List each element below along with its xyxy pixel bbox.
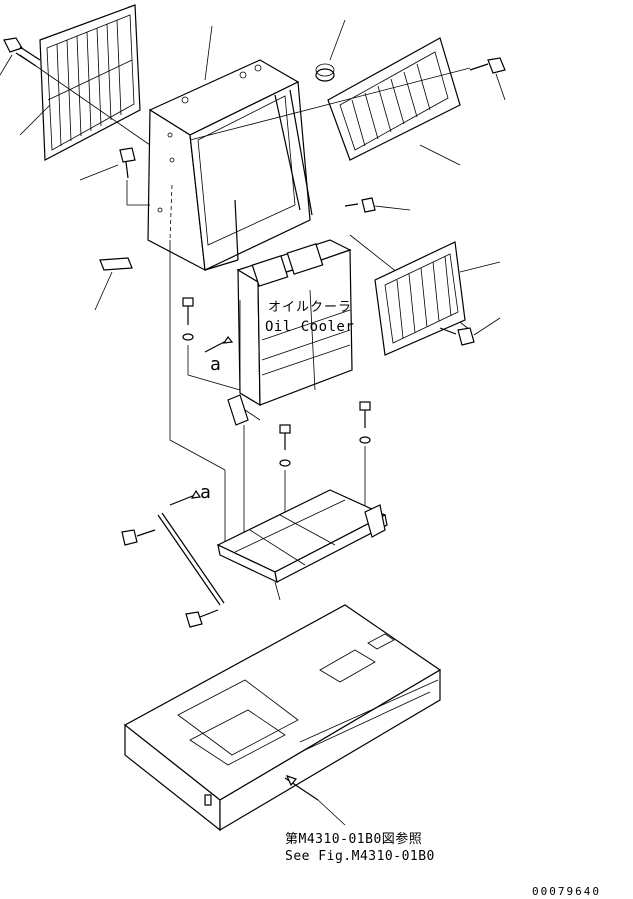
right-upper-louver	[327, 37, 461, 166]
bolt-washer-cooler	[182, 297, 241, 391]
bolt-left-housing	[79, 147, 150, 206]
view-mark-a-upper: a	[210, 354, 221, 375]
base-frame	[216, 489, 388, 601]
lower-deck	[123, 604, 442, 832]
support-rod	[121, 512, 225, 628]
oil-cooler-label-jp: オイルクーラ	[268, 300, 353, 315]
bolt-upper-right	[189, 57, 506, 141]
bolt-base-right	[359, 401, 371, 512]
label-plate	[94, 257, 133, 311]
bolt-middle-right	[344, 197, 411, 213]
bolt-base-center	[279, 424, 291, 540]
oil-cooler-label-en: Oil Cooler	[265, 319, 355, 335]
right-lower-louver	[374, 241, 501, 356]
oil-cooler-core	[229, 239, 353, 421]
reference-note-jp: 第M4310-01B0図参照	[285, 832, 423, 847]
left-grille	[39, 4, 141, 161]
view-mark-a-lower: a	[200, 482, 211, 503]
reference-note-en: See Fig.M4310-01B0	[285, 849, 435, 864]
radiator-housing	[147, 25, 313, 272]
drawing-number: 00079640	[532, 885, 601, 898]
bolt-lower-right	[439, 317, 501, 346]
bolt-upper-left	[0, 37, 151, 146]
grommet	[315, 19, 346, 82]
